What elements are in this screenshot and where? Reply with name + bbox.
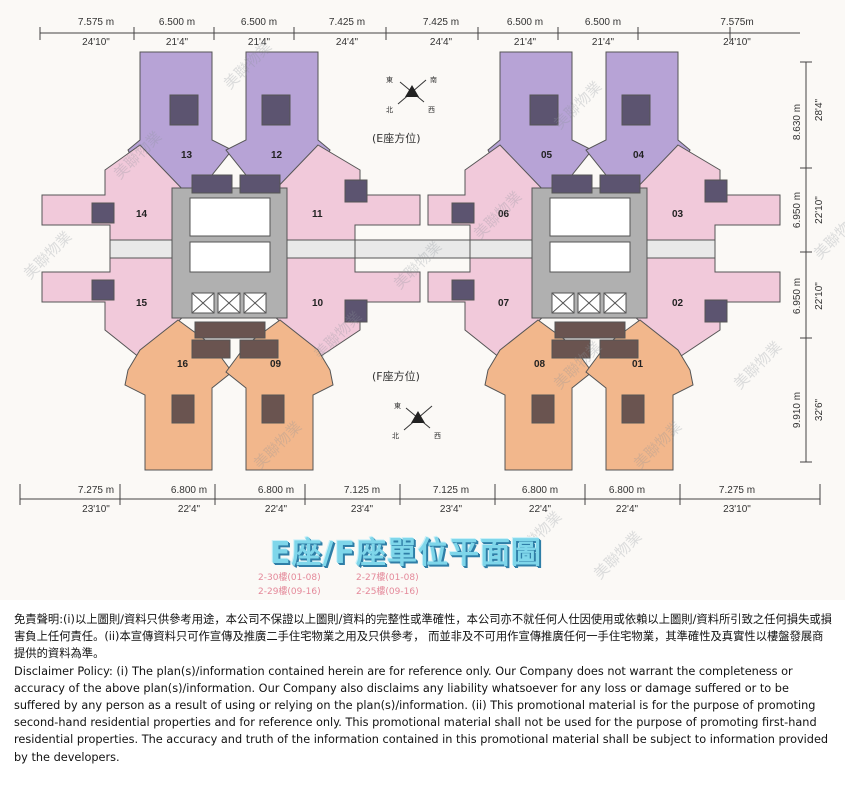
dim-right-4-ft: 32'6" [814,398,825,421]
unit-01-label: 01 [632,359,644,370]
dim-right-4-m: 9.910 m [792,392,803,428]
compass-e-north: 北 [386,106,393,114]
bottom-dimension-line [19,484,821,505]
dim-bottom-7-ft: 22'4" [616,504,639,515]
top-dimension-line [39,27,800,40]
unit-05-label: 05 [541,150,553,161]
dim-bottom-3-m: 6.800 m [258,485,294,496]
lift-lobby-right [554,321,626,339]
plan-title: E座/F座單位平面圖 [270,536,542,571]
dim-top-6-m: 6.500 m [507,17,543,28]
stair-left-core [189,197,271,237]
dim-bottom-4-ft: 23'4" [351,504,374,515]
dim-bottom-5-m: 7.125 m [433,485,469,496]
lift-lobby-left [194,321,266,339]
dim-bottom-2-ft: 22'4" [178,504,201,515]
dim-right-1-ft: 28'4" [814,98,825,121]
dim-top-5-m: 7.425 m [423,17,459,28]
compass-needle-icon [405,85,419,97]
unit-14-area [41,144,189,241]
floor-note-e-alt: 2-29樓(09-16) [258,587,321,597]
compass-e-west: 西 [428,106,435,114]
watermark: 美聯物業 [590,528,645,583]
top-dimension-labels: 7.575 m 24'10" 6.500 m 21'4" 6.500 m 21'… [78,17,754,48]
dim-bottom-3-ft: 22'4" [265,504,288,515]
dim-top-7-ft: 21'4" [592,37,615,48]
dim-right-2-m: 6.950 m [792,192,803,228]
wing-label-f: (F座方位) [372,369,420,383]
floor-note-f-main: 2-27樓(01-08) [356,573,419,583]
dim-bottom-5-ft: 23'4" [440,504,463,515]
stair-right-core [549,197,631,237]
unit-02-label: 02 [672,298,684,309]
dim-top-3-m: 6.500 m [241,17,277,28]
unit-09-label: 09 [270,359,282,370]
disclaimer-zh: 免責聲明:(i)以上圖則/資料只供參考用途，本公司不保證以上圖則/資料的完整性或… [14,613,832,661]
unit-03-label: 03 [672,209,684,220]
compass-e-east: 東 [386,75,393,84]
dim-top-4-m: 7.425 m [329,17,365,28]
bottom-dimension-labels: 7.275 m 23'10" 6.800 m 22'4" 6.800 m 22'… [78,485,755,515]
unit-07-label: 07 [498,298,510,309]
dim-top-6-ft: 21'4" [514,37,537,48]
dim-top-8-m: 7.575m [720,17,753,28]
unit-11-label: 11 [312,209,323,220]
dim-top-1-m: 7.575 m [78,17,114,28]
unit-16-label: 16 [177,359,189,370]
dim-right-1-m: 8.630 m [792,104,803,140]
compass-f-north: 北 [392,432,399,440]
dim-right-2-ft: 22'10" [814,196,825,224]
compass-e-south: 南 [430,75,437,84]
dim-top-1-ft: 24'10" [82,37,110,48]
floor-note-f-alt: 2-25樓(09-16) [356,587,419,597]
unit-04-label: 04 [633,150,645,161]
unit-06-label: 06 [498,209,510,220]
dim-top-7-m: 6.500 m [585,17,621,28]
unit-12-label: 12 [271,150,283,161]
compass-f-east: 東 [394,401,401,410]
dim-top-4-ft: 24'4" [336,37,359,48]
unit-14-label: 14 [136,209,148,220]
left-tower: 13 12 14 11 15 10 16 09 [41,51,421,471]
wing-label-e: (E座方位) [372,131,421,145]
unit-10-label: 10 [312,298,324,309]
dim-top-5-ft: 24'4" [430,37,453,48]
right-dimension-labels: 8.630 m 28'4" 6.950 m 22'10" 6.950 m 22'… [792,98,825,428]
dim-bottom-7-m: 6.800 m [609,485,645,496]
right-dimension-line [800,61,812,463]
compass-f-west: 西 [434,432,441,440]
lobby-right-core [549,241,631,273]
dim-bottom-6-m: 6.800 m [522,485,558,496]
dim-bottom-1-m: 7.275 m [78,485,114,496]
dim-top-3-ft: 21'4" [248,37,271,48]
dim-bottom-1-ft: 23'10" [82,504,110,515]
dim-bottom-8-ft: 23'10" [723,504,751,515]
watermark: 美聯物業 [730,338,785,393]
disclaimer-en: Disclaimer Policy: (i) The plan(s)/infor… [14,664,829,764]
dim-right-3-ft: 22'10" [814,282,825,310]
compass-f: 東 北 西 [392,401,441,440]
dim-bottom-8-m: 7.275 m [719,485,755,496]
unit-13-label: 13 [181,150,193,161]
lobby-left-core [189,241,271,273]
unit-15-label: 15 [136,298,148,309]
dim-right-3-m: 6.950 m [792,278,803,314]
link-corridor [354,239,471,259]
dim-top-2-m: 6.500 m [159,17,195,28]
compass-needle-icon [411,411,425,423]
dim-bottom-6-ft: 22'4" [529,504,552,515]
dim-bottom-2-m: 6.800 m [171,485,207,496]
disclaimer: 免責聲明:(i)以上圖則/資料只供參考用途，本公司不保證以上圖則/資料的完整性或… [14,611,832,766]
floor-note-e-main: 2-30樓(01-08) [258,573,321,583]
right-tower: 05 04 06 03 07 02 08 01 [427,51,781,471]
dim-top-2-ft: 21'4" [166,37,189,48]
unit-08-label: 08 [534,359,546,370]
dim-bottom-4-m: 7.125 m [344,485,380,496]
dim-top-8-ft: 24'10" [723,37,751,48]
compass-e: 東 南 北 西 [386,75,437,114]
floor-plan: 7.575 m 24'10" 6.500 m 21'4" 6.500 m 21'… [19,17,845,583]
